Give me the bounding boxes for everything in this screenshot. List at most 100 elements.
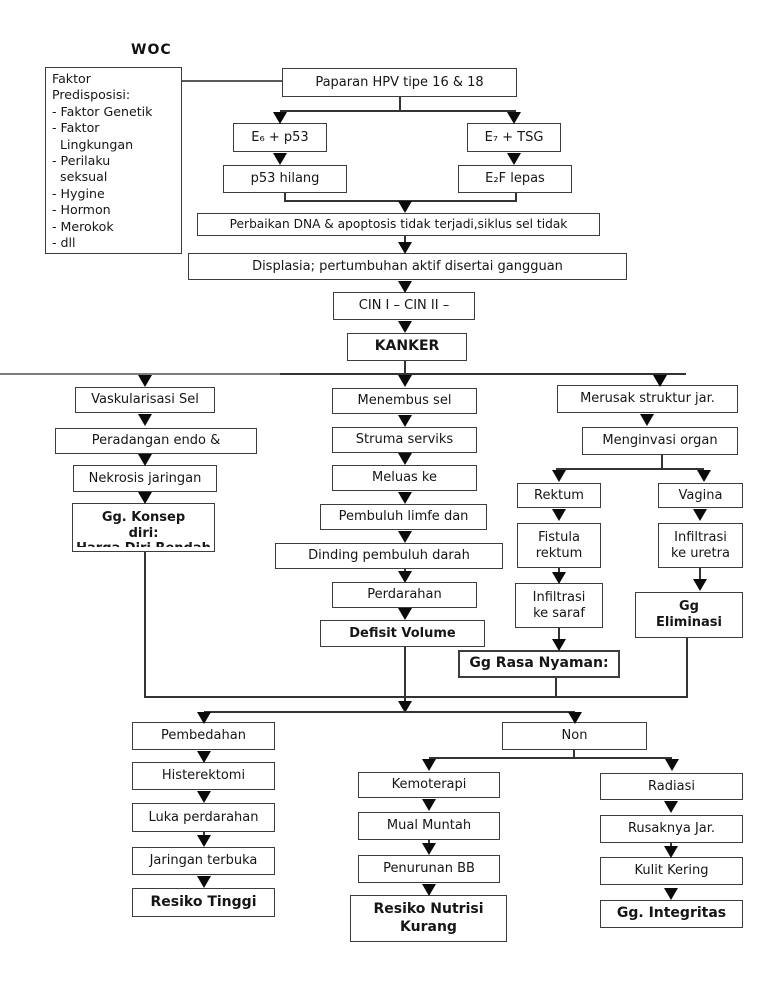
- connector-menginvasi-stem: [661, 455, 663, 469]
- arrow-down-to-e2f-lepas: [507, 153, 521, 165]
- arrow-down-to-jaringan: [197, 835, 211, 847]
- arrow-down-to-gg-rasa-nyaman: [552, 639, 566, 651]
- arrow-down-to-struma: [398, 415, 412, 427]
- arrow-down-to-gg-konsep: [138, 492, 152, 504]
- node-fistula-rektum: Fistula rektum: [517, 523, 601, 568]
- arrow-down-to-penurunan: [422, 843, 436, 855]
- node-rusaknya-jar: Rusaknya Jar.: [600, 815, 743, 843]
- node-histerektomi: Histerektomi: [132, 762, 275, 790]
- connector-collector-stem: [404, 697, 406, 702]
- arrow-down-to-nekrosis: [138, 454, 152, 466]
- node-nekrosis-jaringan: Nekrosis jaringan: [73, 465, 217, 492]
- connector-non-stem: [573, 750, 575, 758]
- connector-main-splitter-gray: [0, 373, 280, 375]
- node-jaringan-terbuka: Jaringan terbuka: [132, 847, 275, 875]
- arrow-down-to-pembuluh: [398, 492, 412, 504]
- arrow-down-to-treatment-split: [398, 701, 412, 713]
- arrow-down-to-menembus: [398, 375, 412, 387]
- gg-konsep-diri-clipped-line: Harga Diri Rendah: [76, 541, 211, 547]
- connector-defisit-drop: [404, 647, 406, 698]
- arrow-down-to-perdarahan: [398, 571, 412, 583]
- node-resiko-nutrisi: Resiko Nutrisi Kurang: [350, 895, 507, 942]
- connector-faktor-paparan: [182, 80, 282, 82]
- arrow-down-to-dinding: [398, 531, 412, 543]
- connector-mual-stem: [428, 840, 430, 844]
- node-mual-muntah: Mual Muntah: [358, 812, 500, 840]
- connector-bracket-left: [284, 193, 286, 201]
- arrow-down-to-infiltrasi-saraf: [552, 572, 566, 584]
- node-e2f-lepas: E₂F lepas: [458, 165, 572, 193]
- node-e7-tsg: E₇ + TSG: [467, 123, 561, 152]
- connector-paparan-stem: [399, 97, 401, 110]
- arrow-down-to-displasia: [398, 242, 412, 254]
- node-radiasi: Radiasi: [600, 773, 743, 800]
- arrow-down-to-gg-eliminasi: [693, 579, 707, 591]
- connector-gg-rasa-drop: [555, 678, 557, 698]
- node-cin: CIN I – CIN II –: [333, 292, 475, 320]
- connector-fistula-stem: [558, 568, 560, 573]
- node-infiltrasi-saraf: Infiltrasi ke saraf: [515, 583, 603, 628]
- connector-main-splitter: [280, 373, 686, 375]
- node-pembuluh-limfe: Pembuluh limfe dan: [320, 504, 487, 530]
- connector-gg-eliminasi-drop: [686, 638, 688, 698]
- connector-gg-konsep-drop: [144, 552, 146, 698]
- node-gg-konsep-diri: Gg. Konsep diri: Harga Diri Rendah: [72, 503, 215, 552]
- arrow-down-to-p53-hilang: [273, 153, 287, 165]
- node-merusak-struktur: Merusak struktur jar.: [557, 385, 738, 413]
- arrow-down-to-kulit: [664, 846, 678, 858]
- arrow-down-to-cin: [398, 281, 412, 293]
- arrow-down-to-kemoterapi: [422, 759, 436, 771]
- node-defisit-volume: Defisit Volume: [320, 620, 485, 647]
- arrow-down-to-e7: [507, 112, 521, 124]
- node-gg-eliminasi: Gg Eliminasi: [635, 592, 743, 638]
- node-gg-integritas: Gg. Integritas: [600, 900, 743, 928]
- connector-perbaikan-stem: [404, 236, 406, 243]
- arrow-down-to-resiko-tinggi: [197, 876, 211, 888]
- node-vaskularisasi-sel: Vaskularisasi Sel: [75, 387, 215, 413]
- node-perdarahan: Perdarahan: [332, 582, 477, 608]
- connector-split-rektum-vagina: [556, 468, 704, 470]
- connector-dinding-stem: [404, 569, 406, 572]
- node-penurunan-bb: Penurunan BB: [358, 855, 500, 883]
- connector-treatment-splitter: [204, 711, 575, 713]
- node-peradangan-endo: Peradangan endo &: [55, 428, 257, 454]
- node-e6-p53: E₆ + p53: [233, 123, 327, 152]
- node-pembedahan: Pembedahan: [132, 722, 275, 750]
- node-vagina: Vagina: [658, 483, 743, 508]
- connector-saraf-stem: [558, 628, 560, 640]
- arrow-down-to-defisit: [398, 608, 412, 620]
- node-luka-perdarahan: Luka perdarahan: [132, 803, 275, 832]
- node-rektum: Rektum: [517, 483, 601, 508]
- arrow-down-to-histerektomi: [197, 751, 211, 763]
- arrow-down-to-vagina: [697, 470, 711, 482]
- arrow-down-to-menginvasi: [640, 414, 654, 426]
- node-gg-rasa-nyaman: Gg Rasa Nyaman:: [458, 650, 620, 678]
- node-dinding-pembuluh-darah: Dinding pembuluh darah: [275, 543, 503, 569]
- node-infiltrasi-uretra: Infiltrasi ke uretra: [658, 523, 743, 568]
- connector-bracket-right: [515, 193, 517, 201]
- node-perbaikan-dna: Perbaikan DNA & apoptosis tidak terjadi,…: [197, 213, 600, 236]
- arrow-down-to-mual: [422, 799, 436, 811]
- arrow-down-to-gg-integritas: [664, 888, 678, 900]
- arrow-down-to-infiltrasi-uretra: [693, 509, 707, 521]
- node-struma-serviks: Struma serviks: [332, 427, 477, 453]
- arrow-down-to-meluas: [398, 453, 412, 465]
- gg-konsep-diri-label: Gg. Konsep diri:: [101, 509, 186, 541]
- arrow-down-to-e6: [273, 112, 287, 124]
- node-kemoterapi: Kemoterapi: [358, 772, 500, 798]
- arrow-down-to-non: [568, 712, 582, 724]
- arrow-down-to-rektum: [552, 470, 566, 482]
- arrow-down-to-merusak: [653, 375, 667, 387]
- node-p53-hilang: p53 hilang: [223, 165, 347, 193]
- arrow-down-to-kanker: [398, 321, 412, 333]
- page-title: WOC: [131, 42, 172, 58]
- node-paparan-hpv: Paparan HPV tipe 16 & 18: [282, 68, 517, 97]
- node-menginvasi-organ: Menginvasi organ: [582, 427, 738, 455]
- node-non: Non: [502, 722, 647, 750]
- node-kulit-kering: Kulit Kering: [600, 857, 743, 885]
- connector-rusaknya-stem: [670, 843, 672, 847]
- node-displasia: Displasia; pertumbuhan aktif disertai ga…: [188, 253, 627, 280]
- connector-collector-line: [144, 696, 688, 698]
- node-kanker: KANKER: [347, 333, 467, 361]
